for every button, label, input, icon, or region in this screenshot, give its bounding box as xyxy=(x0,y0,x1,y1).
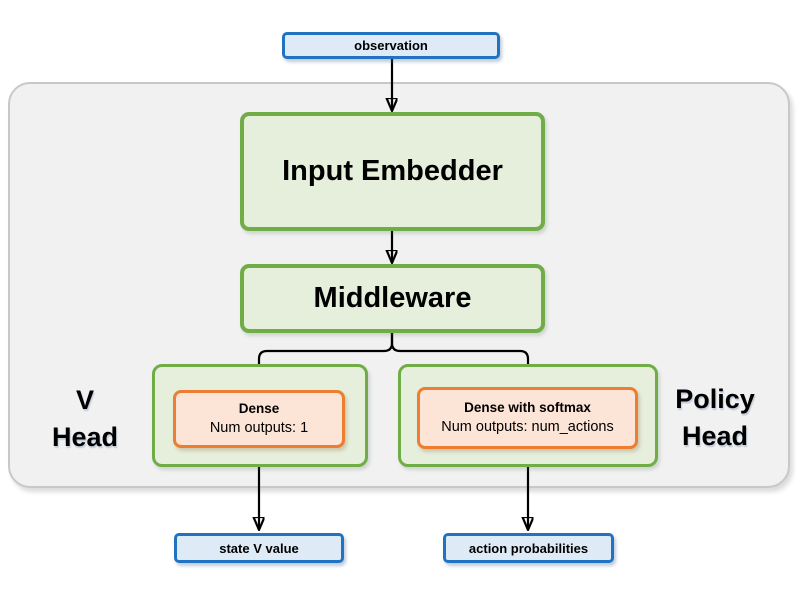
middleware-label: Middleware xyxy=(313,282,472,314)
policy-head-label: Policy Head xyxy=(650,381,780,455)
policy-head-label-line1: Policy xyxy=(675,384,755,414)
middleware-box: Middleware xyxy=(240,264,545,333)
v-head-dense-title: Dense xyxy=(238,400,280,416)
policy-head-dense-title: Dense with softmax xyxy=(464,399,591,415)
input-embedder-label: Input Embedder xyxy=(282,155,503,187)
action-probabilities-box: action probabilities xyxy=(443,533,614,563)
observation-box: observation xyxy=(282,32,500,59)
v-head-label-line2: Head xyxy=(51,422,119,452)
policy-head-dense-box: Dense with softmax Num outputs: num_acti… xyxy=(417,387,638,449)
input-embedder-box: Input Embedder xyxy=(240,112,545,231)
v-head-dense-box: Dense Num outputs: 1 xyxy=(173,390,345,448)
observation-label: observation xyxy=(354,38,428,53)
state-v-value-box: state V value xyxy=(174,533,344,563)
action-probabilities-label: action probabilities xyxy=(468,540,589,556)
v-head-label-line1: V xyxy=(75,385,94,415)
v-head-label: V Head xyxy=(20,382,150,456)
v-head-dense-subtitle: Num outputs: 1 xyxy=(209,420,309,437)
policy-head-dense-subtitle: Num outputs: num_actions xyxy=(441,419,614,436)
state-v-value-label: state V value xyxy=(219,540,299,556)
policy-head-label-line2: Head xyxy=(681,421,749,451)
